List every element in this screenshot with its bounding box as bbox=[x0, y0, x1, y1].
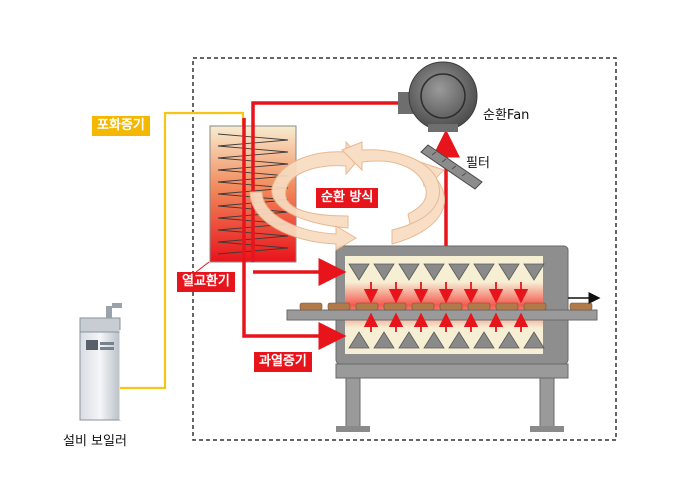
heat-exchanger-leader bbox=[195, 261, 210, 273]
fan-icon bbox=[398, 61, 478, 132]
heat-exchanger-label: 열교환기 bbox=[177, 272, 235, 292]
boiler-icon bbox=[79, 303, 122, 421]
boiler-label: 설비 보일러 bbox=[63, 434, 127, 449]
oven-icon bbox=[335, 245, 569, 432]
filter-icon bbox=[420, 144, 483, 190]
circulation-fan-label: 순환Fan bbox=[483, 108, 530, 123]
equipment-boundary bbox=[192, 57, 617, 441]
superheated-steam-line bbox=[242, 101, 460, 350]
filter-label: 필터 bbox=[466, 156, 490, 171]
saturated-steam-label: 포화증기 bbox=[92, 116, 150, 136]
circulation-method-label: 순환 방식 bbox=[316, 188, 379, 208]
circulation-arrows-icon bbox=[249, 140, 446, 251]
superheated-steam-label: 과열증기 bbox=[254, 352, 312, 372]
